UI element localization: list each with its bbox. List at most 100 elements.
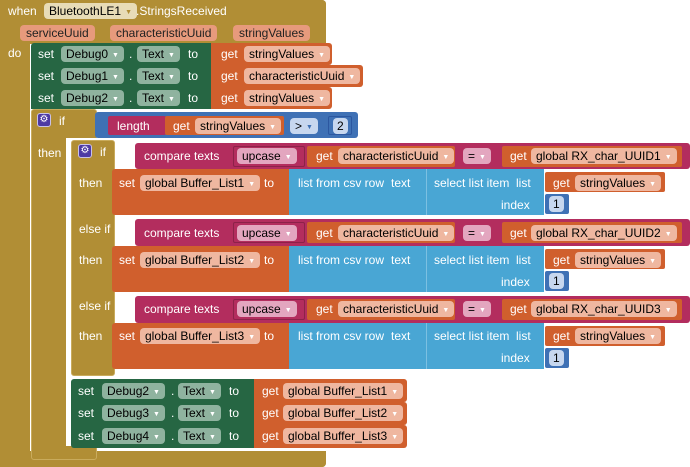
- property-dropdown[interactable]: Text▼: [137, 46, 180, 62]
- property-name: Text: [183, 406, 206, 420]
- dot-label: .: [171, 429, 175, 443]
- set-label: set: [38, 47, 55, 61]
- variable-dropdown[interactable]: stringValues▼: [244, 46, 331, 62]
- variable-name: global Buffer_List3: [288, 429, 388, 443]
- select-list-item-block[interactable]: [426, 323, 544, 369]
- dropdown-arrow-icon: ▼: [664, 231, 672, 238]
- property-dropdown[interactable]: Text▼: [178, 383, 221, 399]
- dropdown-arrow-icon: ▼: [479, 154, 486, 161]
- property-dropdown[interactable]: Text▼: [137, 68, 180, 84]
- variable-name: global Buffer_List1: [288, 384, 388, 398]
- global-variable-dropdown[interactable]: global Buffer_List3▼: [140, 328, 261, 344]
- variable-dropdown[interactable]: global Buffer_List1▼: [283, 383, 404, 399]
- variable-dropdown[interactable]: global Buffer_List3▼: [283, 428, 404, 444]
- get-label: get: [316, 226, 333, 240]
- variable-name: characteristicUuid: [343, 149, 439, 163]
- variable-name: stringValues: [580, 176, 646, 190]
- operator-dropdown[interactable]: >▼: [290, 118, 318, 134]
- get-label: get: [510, 226, 527, 240]
- dropdown-arrow-icon: ▼: [318, 96, 326, 103]
- dot-label: .: [129, 47, 133, 61]
- dropdown-arrow-icon: ▼: [284, 307, 292, 314]
- set-label: set: [38, 91, 55, 105]
- param-stringvalues[interactable]: stringValues: [233, 25, 311, 41]
- dropdown-arrow-icon: ▼: [479, 307, 486, 314]
- dot-label: .: [129, 91, 133, 105]
- dropdown-arrow-icon: ▼: [209, 434, 216, 441]
- dropdown-arrow-icon: ▼: [153, 389, 160, 396]
- index-number-field[interactable]: 1: [549, 196, 564, 212]
- variable-dropdown[interactable]: characteristicUuid▼: [338, 225, 455, 241]
- to-label: to: [188, 69, 199, 83]
- dropdown-arrow-icon: ▼: [664, 307, 672, 314]
- upcase-label: upcase: [242, 226, 281, 240]
- select-list-item-block[interactable]: [426, 246, 544, 292]
- operator-dropdown[interactable]: =▼: [463, 148, 491, 164]
- upcase-dropdown[interactable]: upcase▼: [237, 301, 297, 317]
- property-name: Text: [183, 384, 206, 398]
- variable-dropdown[interactable]: stringValues▼: [575, 252, 662, 268]
- variable-dropdown[interactable]: global RX_char_UUID3▼: [531, 301, 677, 317]
- variable-dropdown[interactable]: global Buffer_List2▼: [283, 405, 404, 421]
- variable-dropdown[interactable]: stringValues▼: [575, 175, 662, 191]
- list-from-csv-row-block[interactable]: [289, 169, 427, 215]
- component-dropdown[interactable]: Debug2▼: [102, 383, 165, 399]
- variable-dropdown[interactable]: global RX_char_UUID1▼: [531, 148, 677, 164]
- list-label: list: [516, 329, 531, 343]
- property-dropdown[interactable]: Text▼: [137, 90, 180, 106]
- variable-name: stringValues: [249, 91, 315, 105]
- variable-dropdown[interactable]: characteristicUuid▼: [338, 148, 455, 164]
- global-variable-dropdown[interactable]: global Buffer_List1▼: [140, 175, 261, 191]
- variable-name: global Buffer_List3: [145, 329, 245, 343]
- variable-dropdown[interactable]: characteristicUuid▼: [244, 68, 361, 84]
- variable-dropdown[interactable]: global RX_char_UUID2▼: [531, 225, 677, 241]
- property-dropdown[interactable]: Text▼: [178, 405, 221, 421]
- variable-dropdown[interactable]: stringValues▼: [575, 328, 662, 344]
- length-block[interactable]: [108, 116, 166, 135]
- operator-dropdown[interactable]: =▼: [463, 225, 491, 241]
- variable-dropdown[interactable]: characteristicUuid▼: [338, 301, 455, 317]
- list-from-csv-row-block[interactable]: [289, 323, 427, 369]
- index-number-field[interactable]: 1: [549, 273, 564, 289]
- variable-name: global Buffer_List1: [145, 176, 245, 190]
- length-label: length: [117, 119, 150, 133]
- component-dropdown[interactable]: Debug3▼: [102, 405, 165, 421]
- operator-dropdown[interactable]: =▼: [463, 301, 491, 317]
- variable-dropdown[interactable]: stringValues▼: [244, 90, 331, 106]
- dropdown-arrow-icon: ▼: [168, 96, 175, 103]
- index-number-field[interactable]: 1: [549, 350, 564, 366]
- global-variable-dropdown[interactable]: global Buffer_List2▼: [140, 252, 261, 268]
- property-dropdown[interactable]: Text▼: [178, 428, 221, 444]
- operator-symbol: =: [468, 226, 476, 240]
- component-dropdown[interactable]: Debug2▼: [61, 90, 124, 106]
- gear-icon[interactable]: ⚙: [37, 113, 51, 127]
- then-label: then: [79, 253, 103, 267]
- gear-icon[interactable]: ⚙: [78, 144, 92, 158]
- list-from-csv-row-block[interactable]: [289, 246, 427, 292]
- component-dropdown[interactable]: BluetoothLE1▼: [44, 3, 137, 19]
- dropdown-arrow-icon: ▼: [306, 124, 313, 131]
- text-label: text: [391, 253, 411, 267]
- dot-label: .: [171, 406, 175, 420]
- param-characteristicuuid[interactable]: characteristicUuid: [110, 25, 218, 41]
- dropdown-arrow-icon: ▼: [269, 124, 277, 131]
- component-name: BluetoothLE1: [49, 4, 122, 18]
- dropdown-arrow-icon: ▼: [209, 389, 216, 396]
- select-list-item-block[interactable]: [426, 169, 544, 215]
- set-label: set: [38, 69, 55, 83]
- upcase-dropdown[interactable]: upcase▼: [237, 148, 297, 164]
- number-field[interactable]: 2: [333, 118, 348, 134]
- do-label: do: [8, 46, 22, 60]
- upcase-dropdown[interactable]: upcase▼: [237, 225, 297, 241]
- upcase-label: upcase: [242, 302, 281, 316]
- property-name: Text: [183, 429, 206, 443]
- param-serviceuuid[interactable]: serviceUuid: [20, 25, 95, 41]
- dropdown-arrow-icon: ▼: [391, 411, 399, 418]
- dropdown-arrow-icon: ▼: [284, 231, 292, 238]
- component-name: Debug3: [107, 406, 150, 420]
- component-dropdown[interactable]: Debug4▼: [102, 428, 165, 444]
- variable-dropdown[interactable]: stringValues▼: [195, 118, 282, 134]
- component-dropdown[interactable]: Debug0▼: [61, 46, 124, 62]
- list-from-csv-row-label: list from csv row: [298, 253, 385, 267]
- component-dropdown[interactable]: Debug1▼: [61, 68, 124, 84]
